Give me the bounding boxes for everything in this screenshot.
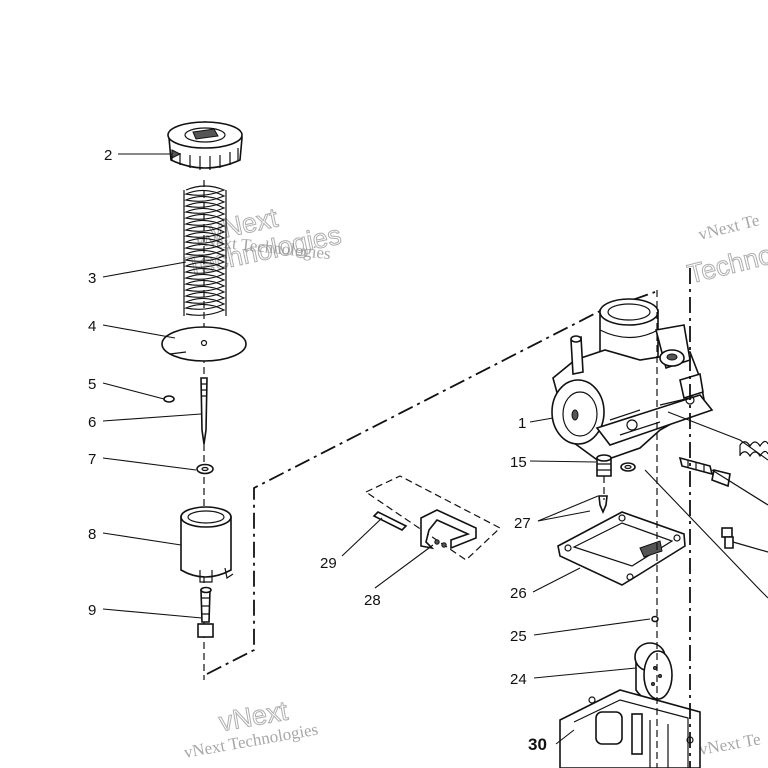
callout-6: 6 [88,414,96,431]
leader-line [374,544,434,589]
callout-25: 25 [510,628,527,645]
watermark: vNext vNext Technologies [182,695,319,762]
callout-2: 2 [104,147,112,164]
side-screw-part [678,456,768,506]
callout-30: 30 [528,735,547,754]
callout-8: 8 [88,526,96,543]
spring-part [183,185,227,316]
carburetor-body-part [551,298,714,463]
jet-holder-part [596,454,612,477]
leader-line [533,618,651,636]
callout-5: 5 [88,376,96,393]
callout-4: 4 [88,318,96,335]
needle-valve-part [598,495,608,515]
leader-line [529,460,597,463]
screw-part [197,586,214,638]
callout-3: 3 [88,270,96,287]
watermark: vNext Te [697,729,762,759]
callout-1: 1 [518,415,526,432]
callout-7: 7 [88,451,96,468]
callout-28: 28 [364,592,381,609]
leader-line [644,469,768,599]
leader-line [529,417,554,423]
throttle-valve-part [180,506,234,583]
leader-line [532,567,581,593]
gasket-part [557,511,686,586]
svg-text:vNext Te: vNext Te [697,729,762,759]
leader-line [102,382,165,400]
leader-line [102,532,182,546]
bracket-part [420,509,477,550]
washer-part [196,463,214,475]
callout-24: 24 [510,671,527,688]
leader-line [537,510,591,522]
grouping-bracket-line [206,291,656,675]
callout-9: 9 [88,602,96,619]
callout-27: 27 [514,515,531,532]
needle-part [200,377,208,445]
leader-line [102,261,187,278]
clip-part [163,395,175,403]
leader-line [555,729,575,745]
arrowhead-icon [171,149,182,159]
small-washer-part [620,462,636,472]
plate-part [161,326,247,362]
leader-line [102,608,203,619]
svg-text:vNext Te: vNext Te [696,210,761,243]
leader-line [537,495,599,522]
side-spring-part [739,440,768,458]
dashed-subassembly-box [364,475,502,561]
float-part [634,642,673,701]
side-nipple-part [721,527,768,553]
top-cap-part [167,121,243,170]
leader-line [102,324,176,339]
callout-26: 26 [510,585,527,602]
callout-29: 29 [320,555,337,572]
leader-line [667,411,768,461]
leader-line [341,517,383,557]
float-bowl-part [559,689,701,768]
leader-line [102,457,197,471]
leader-line [102,413,202,422]
pin-rod-part [372,511,408,531]
svg-text:Technolo: Technolo [684,234,768,289]
leader-line [533,667,637,679]
callout-15: 15 [510,454,527,471]
